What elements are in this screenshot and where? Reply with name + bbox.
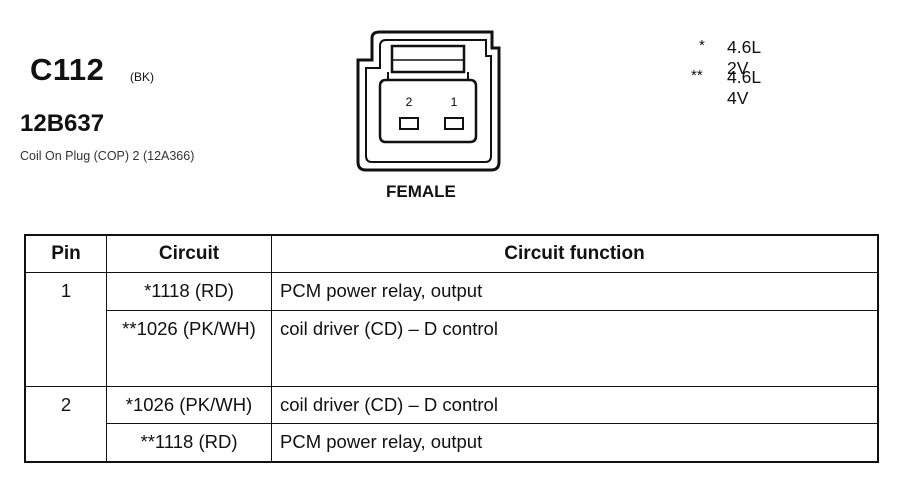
pin-cell: 2 (24, 385, 107, 463)
circuit-cell: **1118 (RD) (106, 423, 272, 463)
table-row: **1026 (PK/WH) coil driver (CD) – D cont… (25, 309, 879, 387)
table-row: **1118 (RD) PCM power relay, output (25, 423, 879, 463)
pin-2-terminal (399, 117, 419, 130)
table-row: 2 *1026 (PK/WH) coil driver (CD) – D con… (24, 385, 879, 463)
legend-mark: ** (691, 67, 703, 84)
diagram-label: FEMALE (386, 182, 456, 201)
pin-cell: 1 (24, 272, 107, 387)
pin-table: Pin Circuit Circuit function 1 *1118 (RD… (24, 234, 879, 463)
connector-description: Coil On Plug (COP) 2 (12A366) (20, 149, 195, 163)
function-cell: coil driver (CD) – D control (271, 385, 879, 425)
color-code: (BK) (130, 70, 154, 84)
pin-cavity-body (378, 78, 478, 144)
connector-inner-shell (365, 39, 492, 163)
function-cell: coil driver (CD) – D control (271, 309, 879, 387)
locking-tab (390, 44, 466, 74)
connector-face-diagram: 2 1 (356, 30, 501, 172)
table-header-row: Pin Circuit Circuit function (24, 234, 879, 273)
header-pin: Pin (24, 234, 107, 273)
legend-mark: * (699, 37, 705, 54)
function-cell: PCM power relay, output (271, 423, 879, 463)
circuit-cell: **1026 (PK/WH) (106, 309, 272, 387)
pin-label-1: 1 (451, 95, 458, 109)
connector-outer-shell (356, 30, 501, 172)
function-cell: PCM power relay, output (271, 272, 879, 311)
header-circuit-function: Circuit function (271, 234, 879, 273)
legend-text: 4.6L 4V (727, 67, 761, 108)
circuit-cell: *1118 (RD) (106, 272, 272, 311)
header-circuit: Circuit (106, 234, 272, 273)
legend-text: 4.6L 2V (727, 37, 761, 78)
pin-label-2: 2 (406, 95, 413, 109)
circuit-cell: *1026 (PK/WH) (106, 385, 272, 425)
table-row: 1 *1118 (RD) PCM power relay, output (24, 272, 879, 387)
pin-1-terminal (444, 117, 464, 130)
part-number: 12B637 (20, 110, 105, 137)
connector-id: C112 (30, 52, 105, 87)
